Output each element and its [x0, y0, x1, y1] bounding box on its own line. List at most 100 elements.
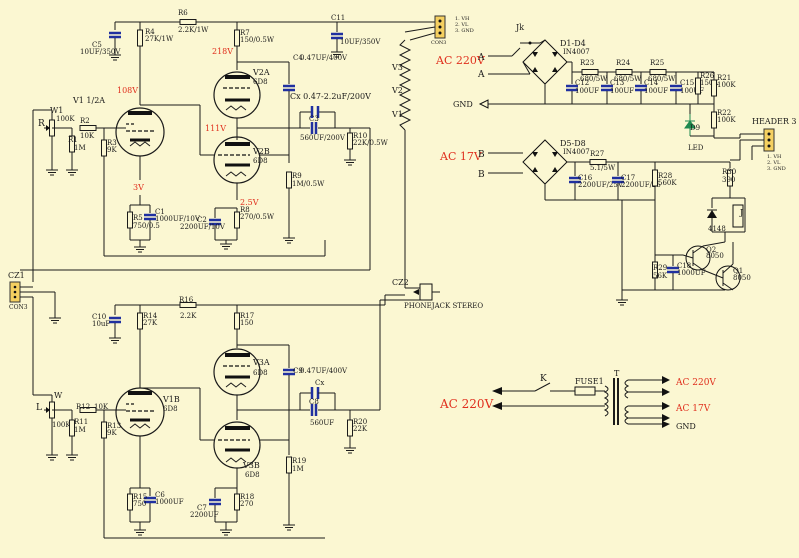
- v2b-label: V2B: [252, 147, 270, 156]
- channel-r-label: R: [38, 119, 45, 129]
- r4-label: R4: [145, 28, 155, 36]
- d5-d8-type: IN4007: [563, 148, 590, 156]
- transformer-section: AC 220V K FUSE1 T AC 220V AC 17V GND: [439, 369, 716, 431]
- cx-bottom-label: Cx: [315, 379, 324, 387]
- r16-label: R16: [179, 296, 194, 304]
- r18-label: R18: [240, 493, 254, 501]
- v-218: 218V: [212, 47, 233, 56]
- con3-pin1: 1. VH: [455, 16, 470, 22]
- v1b-type: 6D8: [163, 405, 178, 413]
- c6-label: C6: [155, 491, 165, 499]
- c4-label: C4: [293, 54, 303, 62]
- c18-label: C18: [677, 262, 691, 270]
- r13-label: R13: [107, 422, 121, 430]
- r9-value: 1M/0.5W: [292, 180, 325, 188]
- heater-v3: V3: [391, 63, 403, 72]
- r29-value: 56K: [653, 272, 668, 280]
- v2a-type: 6D8: [253, 78, 268, 86]
- c17-label: C17: [621, 174, 635, 182]
- v3a-label: V3A: [252, 358, 270, 367]
- r20-value: 22K: [353, 425, 368, 433]
- cz2-label: CZ2: [392, 278, 409, 287]
- phonejack-cz2: CZ2 PHONEJACK STEREO: [392, 278, 483, 310]
- r23-value: 680/5W: [580, 75, 608, 83]
- q1-type: 8050: [733, 274, 751, 282]
- r12-label: R12: [76, 403, 90, 411]
- r5-value: 750/0.5: [133, 222, 160, 230]
- con3-pin2: 2. VL: [455, 22, 469, 28]
- tube-v2b: V2B 6D8: [213, 136, 270, 184]
- r22-label: R22: [717, 109, 731, 117]
- term-a2: A: [477, 70, 485, 80]
- heater-v1: V1: [391, 110, 403, 119]
- w-label: W: [54, 391, 63, 400]
- c2-label: C2: [197, 216, 207, 224]
- d9-label: D9: [690, 124, 700, 132]
- w1-value: 100K: [56, 115, 75, 123]
- v2b-type: 6D8: [253, 157, 268, 165]
- k-label: K: [540, 374, 547, 384]
- r6-label: R6: [178, 9, 188, 17]
- v-108: 108V: [117, 86, 138, 95]
- v-3: 3V: [133, 183, 144, 192]
- r25-label: R25: [650, 59, 664, 67]
- r26-label: R26: [700, 72, 715, 80]
- ps-ac17-label: AC 17V: [439, 150, 483, 163]
- r4-value: 27K/1W: [145, 35, 174, 43]
- c10-value: 10uF: [92, 320, 110, 328]
- r15-value: 750: [133, 500, 146, 508]
- channel-l-label: L: [36, 403, 42, 413]
- v3a-type: 6D8: [253, 369, 268, 377]
- r30-label: R30: [722, 168, 736, 176]
- v-2-5: 2.5V: [240, 198, 259, 207]
- tx-in-label: AC 220V: [439, 397, 494, 411]
- led-label: LED: [688, 144, 704, 152]
- fuse-label: FUSE1: [575, 377, 604, 386]
- r20-label: R20: [353, 418, 367, 426]
- hdr-pin3: 3. GND: [767, 166, 786, 172]
- c16-label: C16: [578, 174, 593, 182]
- phonejack-label: PHONEJACK STEREO: [404, 302, 483, 310]
- t-label: T: [614, 369, 620, 378]
- r10-value: 22K/0.5W: [353, 139, 389, 147]
- v-111: 111V: [205, 124, 226, 133]
- r19-label: R19: [292, 457, 306, 465]
- r21-value: 100K: [717, 81, 736, 89]
- c6-value: 1000UF: [155, 498, 184, 506]
- r22-value: 100K: [717, 116, 736, 124]
- heater-v2: V2: [391, 86, 403, 95]
- c8-value: 560UF: [310, 419, 334, 427]
- r27-label: R27: [590, 150, 604, 158]
- r28-label: R28: [658, 172, 672, 180]
- c7-value: 2200UF: [190, 511, 219, 519]
- c14-label: C14: [644, 79, 659, 87]
- r13-value: 9K: [107, 429, 117, 437]
- c3-value: 560UF/200V: [300, 134, 346, 142]
- term-b1: B: [478, 150, 485, 160]
- c13-label: C13: [610, 79, 624, 87]
- r14-value: 27K: [143, 319, 158, 327]
- r17-value: 150: [240, 319, 253, 327]
- r30-value: 390: [722, 176, 735, 184]
- c15-value: 100UF: [680, 87, 704, 95]
- r19-value: 1M: [292, 465, 304, 473]
- c9-value: 0.47UF/400V: [300, 367, 348, 375]
- d1-d4-type: IN4007: [563, 48, 590, 56]
- c4-value: 0.47UF/400V: [300, 54, 348, 62]
- r3-label: R3: [107, 139, 117, 147]
- v2a-label: V2A: [252, 68, 270, 77]
- w-value: 100K: [52, 421, 71, 429]
- r18-value: 270: [240, 500, 253, 508]
- c5-label: C5: [92, 41, 102, 49]
- jk-label: Jk: [515, 23, 524, 32]
- cx-top-label: Cx 0.47-2.2uF/200V: [290, 92, 371, 101]
- transistor-q2: Q2 8050: [682, 245, 724, 271]
- r8-value: 270/0.5W: [240, 213, 275, 221]
- c16-value: 2200UF/25V: [578, 181, 624, 189]
- v3b-type: 6D8: [245, 471, 260, 479]
- cz1-label: CZ1: [8, 271, 25, 280]
- tx-out-220: AC 220V: [675, 378, 716, 388]
- c2-value: 2200UF/10V: [180, 223, 226, 231]
- con3-pin3: 3. GND: [455, 28, 474, 34]
- c5-value: 10UF/350V: [80, 48, 121, 56]
